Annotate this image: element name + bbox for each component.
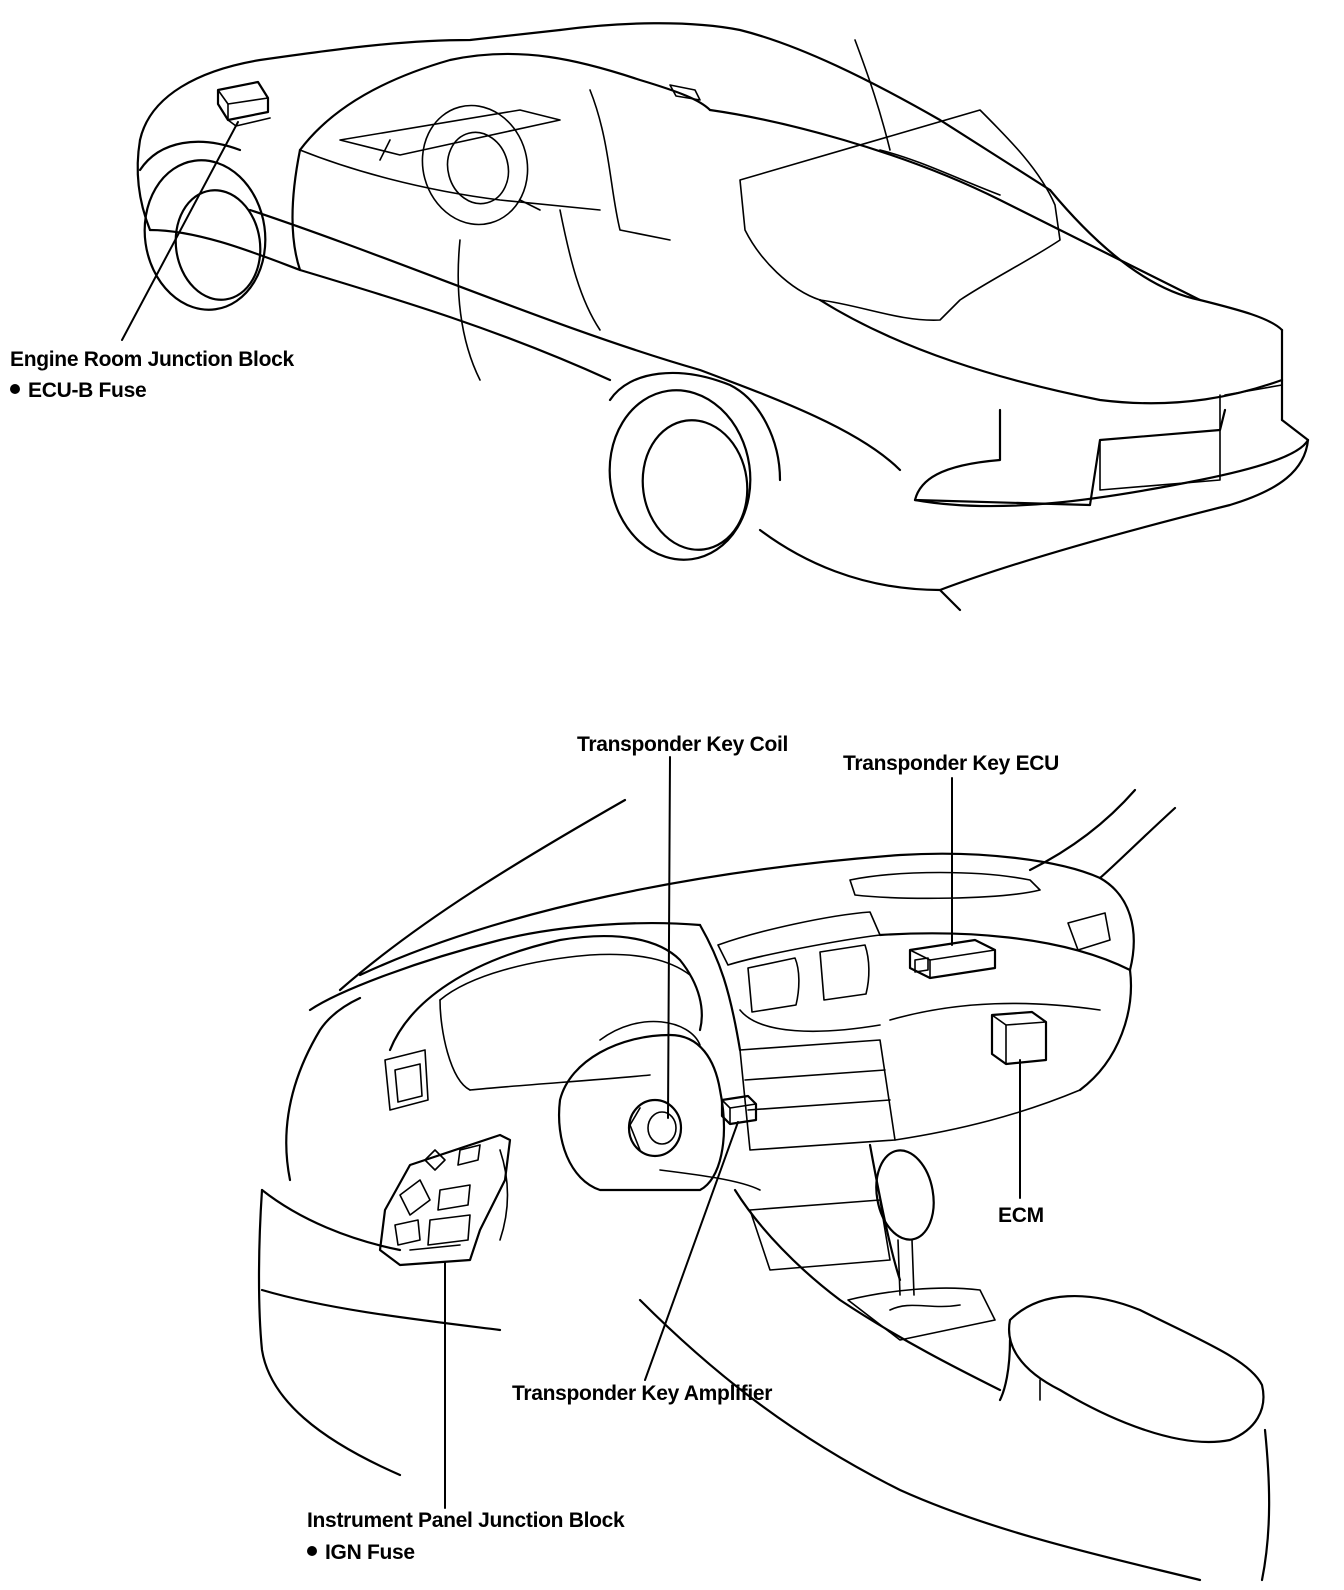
label-instrument-panel-junction-block: Instrument Panel Junction Block (307, 1508, 625, 1534)
instrument-panel-junction-block-text: Instrument Panel Junction Block (307, 1509, 625, 1532)
transponder-key-coil-text: Transponder Key Coil (577, 733, 789, 756)
transponder-key-ecu-text: Transponder Key ECU (843, 752, 1060, 775)
label-ign-fuse: IGN Fuse (307, 1540, 415, 1566)
transponder-key-amplifier-text: Transponder Key Amplifier (512, 1382, 773, 1405)
car-illustration (136, 22, 1310, 612)
leader-key-coil (667, 756, 671, 1119)
leader-key-amplifier (644, 1121, 739, 1381)
ecm-text: ECM (998, 1204, 1044, 1227)
leader-engine-room-block (121, 121, 239, 341)
label-ecm: ECM (998, 1203, 1044, 1229)
label-transponder-key-amplifier: Transponder Key Amplifier (512, 1381, 772, 1407)
label-transponder-key-ecu: Transponder Key ECU (843, 751, 1059, 777)
ign-fuse-text: IGN Fuse (325, 1541, 415, 1564)
label-transponder-key-coil: Transponder Key Coil (577, 732, 788, 758)
ecu-b-fuse-text: ECU-B Fuse (28, 379, 147, 402)
bullet-icon (10, 384, 20, 394)
label-ecu-b-fuse: ECU-B Fuse (10, 378, 147, 404)
engine-room-junction-block-text: Engine Room Junction Block (10, 348, 294, 371)
bullet-icon (307, 1546, 317, 1556)
label-engine-room-junction-block: Engine Room Junction Block (10, 347, 294, 373)
dashboard-illustration (257, 788, 1271, 1582)
